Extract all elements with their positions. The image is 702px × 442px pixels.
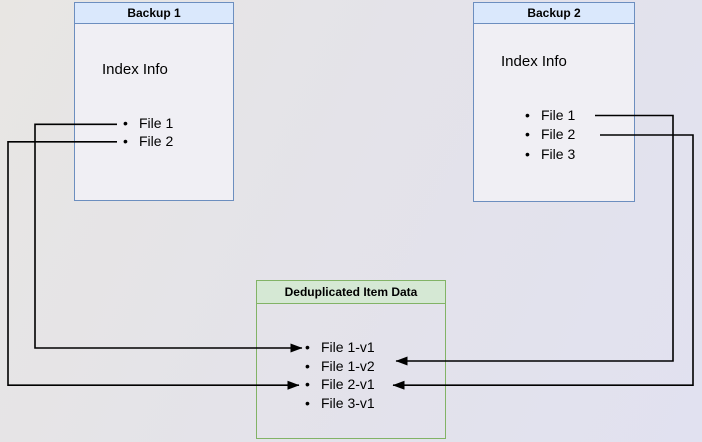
list-item: File 1-v2 <box>305 357 375 376</box>
backup1-title: Backup 1 <box>75 3 233 24</box>
dedup-item-list: File 1-v1File 1-v2File 2-v1File 3-v1 <box>305 338 375 412</box>
list-item: File 2 <box>123 133 173 151</box>
list-item: File 1-v1 <box>305 338 375 357</box>
backup2-title: Backup 2 <box>474 3 634 24</box>
backup2-file-list: File 1File 2File 3 <box>525 106 575 164</box>
backup1-index-info-label: Index Info <box>102 61 168 78</box>
list-item: File 2-v1 <box>305 375 375 394</box>
backup2-node: Backup 2 <box>473 2 635 202</box>
list-item: File 3-v1 <box>305 394 375 413</box>
backup1-node: Backup 1 <box>74 2 234 201</box>
backup2-index-info-label: Index Info <box>501 53 567 70</box>
list-item: File 1 <box>123 115 173 133</box>
backup1-file-list: File 1File 2 <box>123 115 173 150</box>
list-item: File 2 <box>525 125 575 144</box>
list-item: File 1 <box>525 106 575 125</box>
list-item: File 3 <box>525 145 575 164</box>
dedup-title: Deduplicated Item Data <box>257 281 445 304</box>
